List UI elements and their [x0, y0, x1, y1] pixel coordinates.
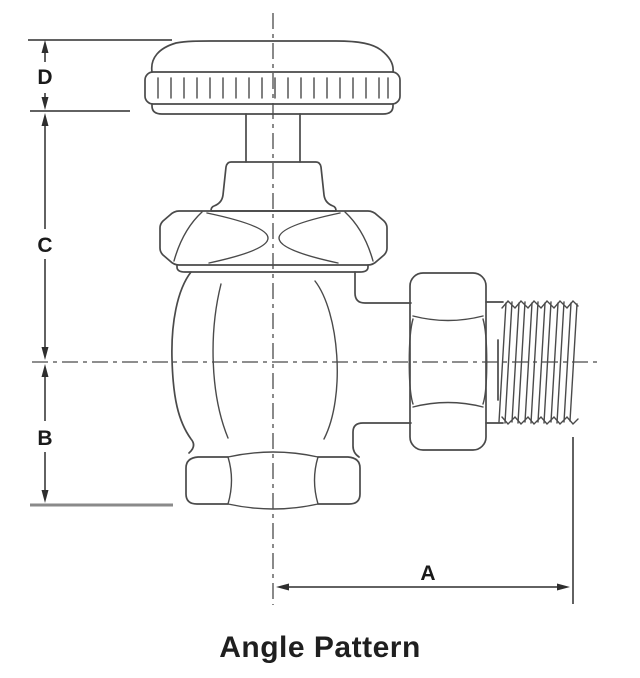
- body-right-arc: [314, 280, 338, 440]
- arrow-down-icon: [41, 347, 49, 360]
- valve-stem: [245, 113, 301, 163]
- valve-body: [171, 271, 412, 458]
- arrow-down-icon: [41, 97, 49, 110]
- dimension-c: C: [37, 113, 53, 360]
- arrow-up-icon: [41, 113, 49, 126]
- outlet-stub-top: [354, 271, 412, 304]
- centerlines: [32, 13, 602, 605]
- dimension-b: B: [30, 364, 173, 507]
- arrow-up-icon: [41, 40, 49, 53]
- arrow-right-icon: [557, 583, 570, 591]
- thread-crests-top: [501, 299, 579, 310]
- bonnet-hex-facets: [173, 211, 374, 264]
- dimension-label-b: B: [37, 427, 52, 450]
- dimension-a: A: [276, 437, 574, 604]
- handwheel-dome: [150, 40, 394, 73]
- dimension-d: D: [28, 39, 172, 112]
- arrow-up-icon: [41, 364, 49, 377]
- dimension-label-c: C: [37, 234, 52, 257]
- valve-figure: [144, 40, 579, 510]
- union-nut-facets: [408, 315, 488, 408]
- body-left-arc: [212, 283, 229, 439]
- thread-shoulder: [485, 301, 504, 424]
- inlet-hex-right-facet: [317, 456, 361, 505]
- dimension-label-d: D: [37, 66, 52, 89]
- handwheel-knurl-ticks: [157, 77, 389, 99]
- body-left-outline: [171, 271, 195, 454]
- arrow-left-icon: [276, 583, 289, 591]
- drawing-title: Angle Pattern: [219, 631, 421, 664]
- inlet-hex-left-facet: [185, 456, 229, 505]
- thread-crests-bottom: [501, 415, 579, 426]
- arrow-down-icon: [41, 490, 49, 503]
- bonnet-hex-nut: [159, 210, 388, 273]
- bonnet-collar: [176, 264, 369, 273]
- outlet-stub-bottom: [352, 422, 412, 458]
- dimension-label-a: A: [420, 562, 435, 585]
